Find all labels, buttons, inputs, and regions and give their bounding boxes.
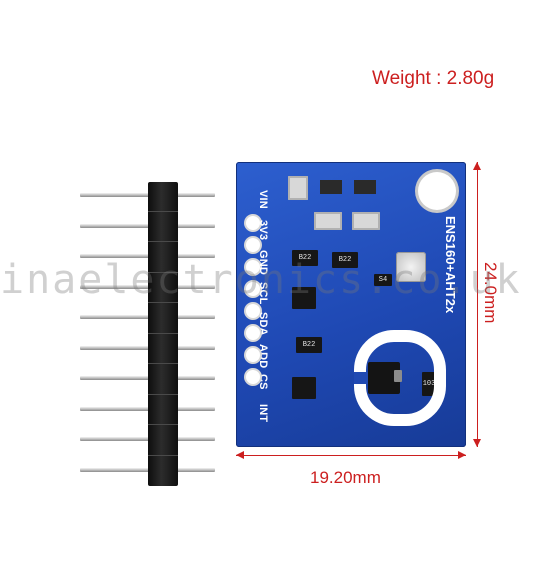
pin-wire — [80, 284, 215, 289]
header-pin — [80, 180, 215, 210]
transistor — [354, 180, 376, 194]
header-pin — [80, 424, 215, 454]
header-pin — [80, 211, 215, 241]
solder-pad — [246, 348, 260, 362]
arrow-down-icon — [473, 439, 481, 447]
smd-component — [288, 176, 308, 200]
arrow-up-icon — [473, 162, 481, 170]
solder-pad — [246, 304, 260, 318]
header-pin — [80, 394, 215, 424]
housing-segment — [148, 363, 178, 364]
pin-wire — [80, 437, 215, 441]
width-dimension-label: 19.20mm — [310, 468, 381, 487]
housing-segment — [148, 424, 178, 425]
header-pin — [80, 302, 215, 332]
housing-segment — [148, 302, 178, 303]
arrow-right-icon — [458, 451, 466, 459]
chip-marking: S4 — [374, 274, 392, 286]
watermark: inaelectronics.co.uk — [0, 258, 522, 302]
height-dimension-line — [477, 162, 478, 447]
pin-wire — [80, 345, 215, 350]
chip-marking: B22 — [296, 337, 322, 353]
width-dimension-line — [236, 455, 466, 456]
header-pin — [80, 333, 215, 363]
header-pin — [80, 455, 215, 485]
arrow-left-icon — [236, 451, 244, 459]
sensor-window — [394, 370, 402, 382]
smd-capacitor — [352, 212, 380, 230]
mounting-hole — [418, 172, 456, 210]
sensor-ring-gap — [354, 372, 368, 384]
pin-wire — [80, 315, 215, 319]
weight-label: Weight : 2.80g — [372, 68, 495, 89]
solder-pad — [246, 216, 260, 230]
pin-wire — [80, 376, 215, 380]
housing-segment — [148, 393, 178, 395]
pin-wire — [80, 254, 215, 258]
pin-label-vin: VIN — [257, 190, 269, 209]
header-pin — [80, 241, 215, 271]
housing-segment — [148, 454, 178, 456]
solder-pad — [246, 370, 260, 384]
ic-chip — [292, 287, 316, 309]
header-housing — [148, 182, 178, 486]
pin-label-3v3: 3V3 — [257, 220, 269, 241]
housing-segment — [148, 241, 178, 242]
solder-pad — [246, 260, 260, 274]
pressure-sensor — [396, 252, 426, 282]
chip-marking: B22 — [292, 250, 318, 266]
pin-wire — [80, 223, 215, 228]
pin-wire — [80, 406, 215, 411]
chip-marking: B22 — [332, 252, 358, 268]
solder-pad — [246, 326, 260, 340]
solder-pad — [246, 282, 260, 296]
pin-label-int: INT — [257, 404, 269, 423]
housing-segment — [148, 332, 178, 334]
housing-segment — [148, 271, 178, 273]
smd-capacitor — [314, 212, 342, 230]
ic-chip — [292, 377, 316, 399]
header-pin — [80, 363, 215, 393]
pin-header — [80, 180, 215, 486]
transistor — [320, 180, 342, 194]
header-pin — [80, 272, 215, 302]
pin-wire — [80, 193, 215, 197]
housing-segment — [148, 210, 178, 212]
solder-pad — [246, 238, 260, 252]
pin-wire — [80, 467, 215, 472]
